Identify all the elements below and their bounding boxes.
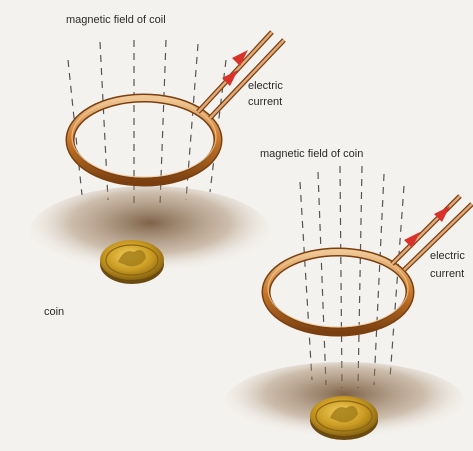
label-coin: coin: [44, 306, 64, 319]
label-magnetic-field-of-coin: magnetic field of coin: [260, 148, 363, 161]
coin-bottom: [310, 396, 378, 440]
coin-top: [100, 240, 164, 284]
label-magnetic-field-of-coil: magnetic field of coil: [66, 14, 166, 27]
label-electric-current-bottom-line1: electric: [430, 250, 465, 263]
coil-ring-bottom: [266, 251, 410, 332]
coin-field-lines: [300, 166, 404, 388]
label-electric-current-top-line2: current: [248, 96, 282, 109]
label-electric-current-top-line1: electric: [248, 80, 283, 93]
label-electric-current-bottom-line2: current: [430, 268, 464, 281]
coil-ring-top: [70, 97, 218, 182]
